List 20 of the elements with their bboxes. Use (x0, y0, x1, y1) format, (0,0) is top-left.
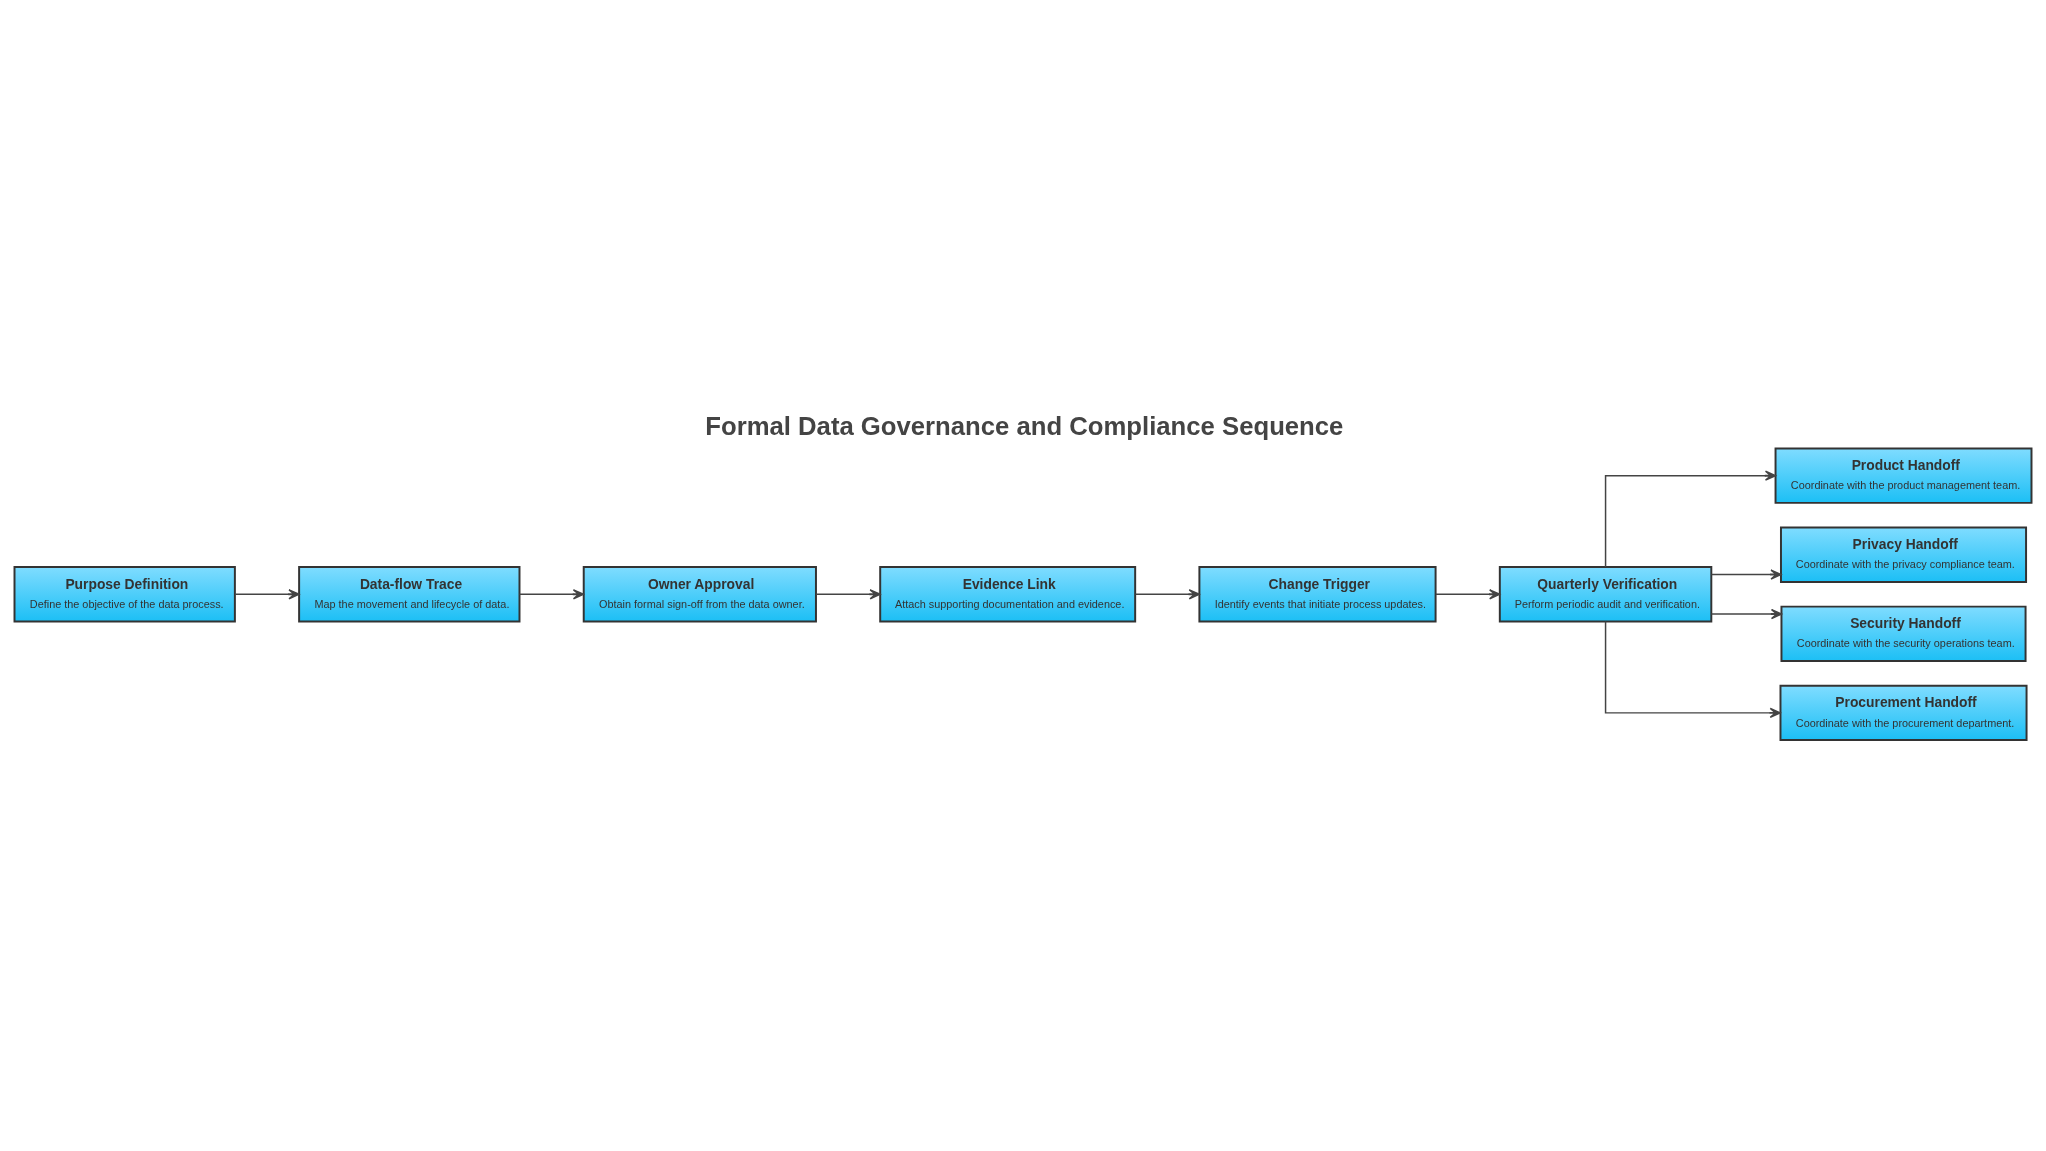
node-box: Security Handoff Coordinate with the security operations team. (1780, 605, 2027, 662)
diagram-title: Formal Data Governance and Compliance Sequence (705, 411, 1344, 440)
node-box: Data-flow Trace Map the movement and lifecycle of data. (298, 565, 521, 622)
arrow (518, 588, 585, 599)
node-box: Procurement Handoff Coordinate with the procurement department. (1779, 684, 2028, 741)
node-box: Product Handoff Coordinate with the product management team. (1774, 447, 2033, 504)
arrow (815, 588, 881, 599)
node-box: Owner Approval Obtain formal sign-off from the data owner. (582, 565, 817, 622)
node-box: Evidence Link Attach supporting documentation and evidence. (879, 565, 1137, 622)
arrow (1435, 588, 1501, 599)
node-box: Change Trigger Identify events that initiate process updates. (1198, 565, 1437, 622)
arrow (234, 588, 300, 599)
node-box: Purpose Definition Define the objective of the data process. (13, 565, 236, 622)
node-box: Quarterly Verification Perform periodic audit and verification. (1498, 565, 1713, 622)
arrow (1604, 620, 1781, 718)
node-box: Privacy Handoff Coordinate with the privacy compliance team. (1780, 526, 2028, 583)
arrow (1604, 470, 1777, 568)
arrow (1710, 608, 1783, 619)
arrow (1134, 588, 1200, 599)
arrow (1710, 568, 1782, 580)
